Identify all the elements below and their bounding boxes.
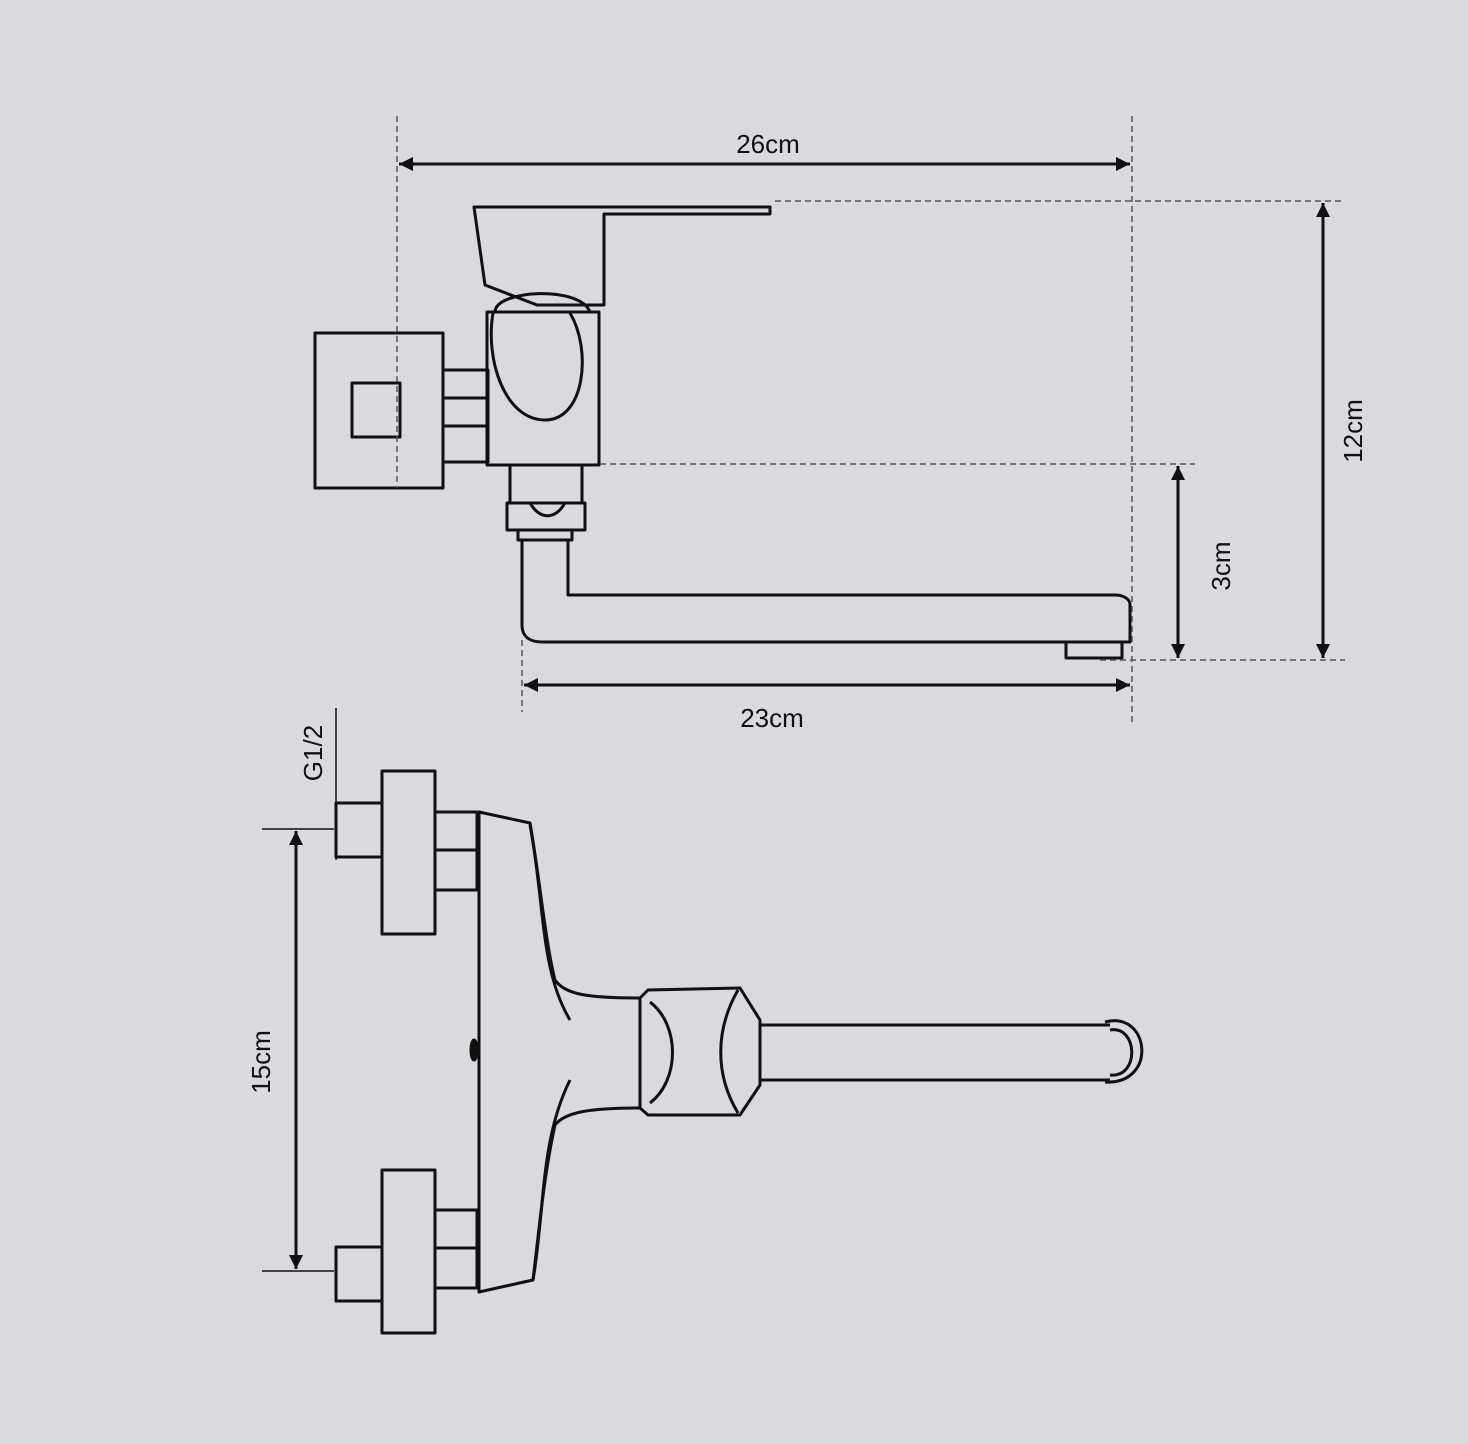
body-ridge-lower xyxy=(531,1079,572,1281)
label-overall-width: 26cm xyxy=(736,129,800,159)
cartridge-curve xyxy=(649,1000,674,1105)
spout-outlet xyxy=(1104,1019,1144,1084)
top-view-reference-lines xyxy=(262,708,337,1272)
spout-pipe xyxy=(520,540,1132,644)
spout-top-pipe xyxy=(760,1023,1110,1082)
lower-inlet-pipe xyxy=(334,1245,384,1303)
label-inlet-spacing: 15cm xyxy=(246,1030,276,1094)
wall-mount-square xyxy=(350,381,402,439)
body-ridge-upper xyxy=(528,824,572,1021)
connector-nut-lower xyxy=(441,396,490,428)
label-spout-height: 3cm xyxy=(1206,541,1236,590)
valve-cap xyxy=(493,292,592,313)
body-center-dot xyxy=(469,1038,479,1062)
dimension-arrows xyxy=(399,157,1330,692)
spout-collar xyxy=(508,463,584,505)
lever-handle xyxy=(472,205,772,307)
mixer-body xyxy=(477,810,642,1294)
upper-inlet-nut-a xyxy=(433,810,479,852)
cartridge-edge xyxy=(719,989,740,1114)
upper-inlet-nut-b xyxy=(433,848,479,892)
spout-neck xyxy=(516,528,574,542)
upper-inlet-flange xyxy=(380,769,437,936)
lower-inlet-nut-b xyxy=(433,1246,479,1290)
cartridge-housing xyxy=(638,986,762,1117)
label-spout-length: 23cm xyxy=(740,703,804,733)
upper-inlet-pipe xyxy=(334,801,384,859)
side-view-reference-lines xyxy=(396,116,1345,725)
label-thread-size: G1/2 xyxy=(298,725,328,781)
wall-mount-block xyxy=(313,331,445,490)
spout-nut xyxy=(505,501,587,532)
lower-inlet-nut-a xyxy=(433,1208,479,1250)
connector-nut-upper xyxy=(441,368,490,400)
lower-inlet-flange xyxy=(380,1168,437,1335)
connector-nut-base xyxy=(441,424,490,464)
aerator xyxy=(1064,640,1124,660)
valve-body-curve xyxy=(489,312,584,422)
label-total-height: 12cm xyxy=(1338,399,1368,463)
top-view xyxy=(334,769,1144,1335)
side-view xyxy=(313,205,1132,660)
